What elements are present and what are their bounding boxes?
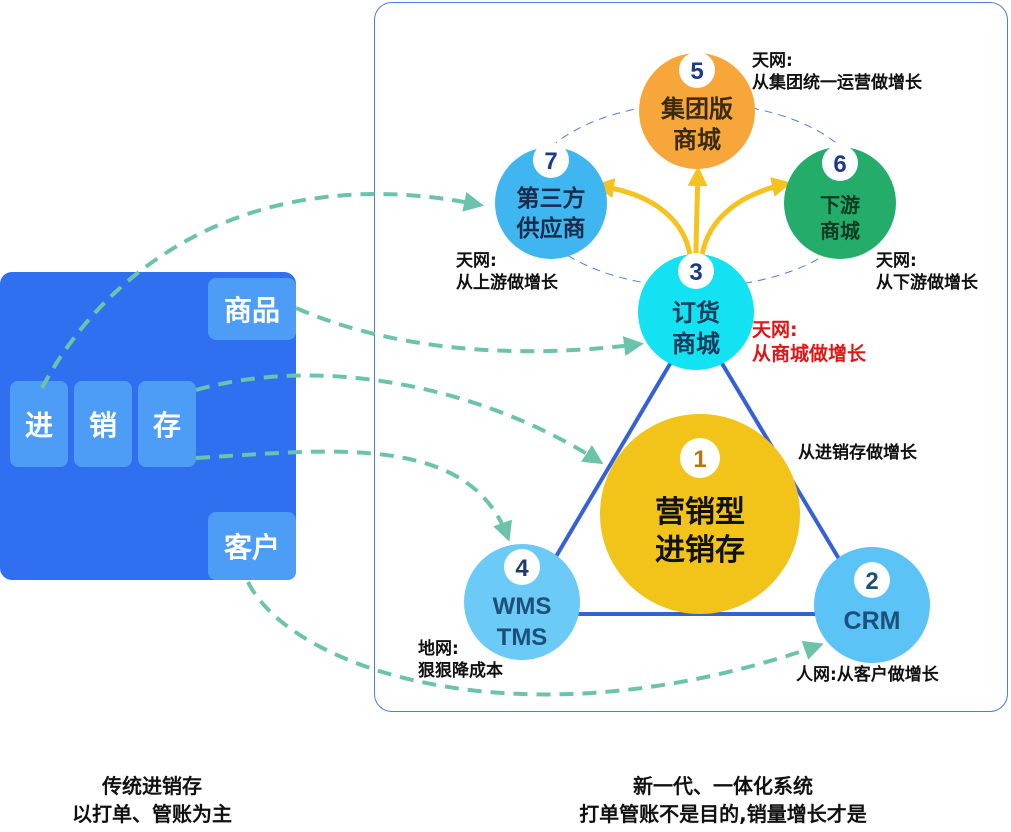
node-2-badge xyxy=(854,562,890,598)
note-node-2: 人网:从客户做增长 xyxy=(796,665,939,685)
node-2-circle xyxy=(814,547,930,663)
node-5-number: 5 xyxy=(690,58,703,85)
note-node-6-line-2: 从下游做增长 xyxy=(876,273,978,293)
note-node-1: 从进销存做增长 xyxy=(798,443,917,463)
node-4-label-2: TMS xyxy=(497,624,548,651)
caption-integrated-line-1: 新一代、一体化系统 xyxy=(633,774,813,798)
node-7-label-2: 供应商 xyxy=(516,215,586,242)
node-1-label-1: 营销型 xyxy=(655,495,745,530)
node-5-badge xyxy=(679,52,715,88)
note-node-6: 天网: 从下游做增长 xyxy=(876,250,978,294)
xiao-chip: 销 xyxy=(74,381,132,467)
node-5-label-2: 商城 xyxy=(673,126,721,154)
caption-integrated-line-2: 打单管账不是目的,销量增长才是 xyxy=(579,802,867,826)
arrow-3-to-6 xyxy=(699,177,792,258)
note-node-7: 天网: 从上游做增长 xyxy=(456,250,558,294)
node-4-badge xyxy=(504,549,540,585)
note-node-5-line-2: 从集团统一运营做增长 xyxy=(752,73,922,93)
node-7-label-1: 第三方 xyxy=(517,185,586,212)
arrow-xiaocun-to-1 xyxy=(195,373,604,465)
caption-integrated: 新一代、一体化系统 打单管账不是目的,销量增长才是 xyxy=(520,772,926,828)
note-node-7-line-2: 从上游做增长 xyxy=(456,273,558,293)
node-5-label-1: 集团版 xyxy=(660,95,733,123)
arrow-3-to-5 xyxy=(687,166,708,258)
note-node-7-line-1: 天网: xyxy=(456,251,497,271)
node-2-label: CRM xyxy=(844,607,901,635)
note-node-5: 天网: 从集团统一运营做增长 xyxy=(752,50,922,94)
node-2-number: 2 xyxy=(865,568,878,595)
node-6-label-2: 商城 xyxy=(820,219,860,243)
node-3-badge xyxy=(678,253,714,289)
arrow-jin-to-7 xyxy=(40,192,484,389)
node-7-number: 7 xyxy=(544,148,557,175)
caption-traditional: 传统进销存 以打单、管账为主 xyxy=(40,772,264,828)
arrow-customer-to-2 xyxy=(246,581,824,697)
arrow-cun-to-4 xyxy=(195,449,512,542)
goods-chip: 商品 xyxy=(208,278,296,340)
node-1-badge xyxy=(680,438,720,478)
node-5-circle xyxy=(639,53,755,169)
node-1-label-2: 进销存 xyxy=(655,533,745,568)
node-4-label-1: WMS xyxy=(493,593,552,620)
node-6-circle xyxy=(784,147,896,259)
node-4-circle xyxy=(464,544,580,660)
note-node-4-line-1: 地网: xyxy=(418,639,459,659)
node-3-number: 3 xyxy=(689,259,702,286)
caption-traditional-line-2: 以打单、管账为主 xyxy=(72,802,232,826)
note-node-6-line-1: 天网: xyxy=(876,251,917,271)
jin-chip: 进 xyxy=(10,381,68,467)
note-node-3-line-2: 从商城做增长 xyxy=(752,343,867,365)
node-7-badge xyxy=(533,142,569,178)
arrow-goods-to-3 xyxy=(295,306,644,356)
node-1-circle xyxy=(600,414,800,614)
caption-traditional-line-1: 传统进销存 xyxy=(102,774,202,798)
node-4-number: 4 xyxy=(515,555,529,582)
note-node-4-line-2: 狠狠降成本 xyxy=(418,661,503,681)
node-3-circle xyxy=(638,254,754,370)
node-1-number: 1 xyxy=(693,446,706,473)
node-6-label-1: 下游 xyxy=(820,193,860,217)
node-6-number: 6 xyxy=(833,151,846,178)
note-node-3: 天网: 从商城做增长 xyxy=(752,318,866,366)
node-3-label-1: 订货 xyxy=(672,299,720,327)
note-node-3-line-1: 天网: xyxy=(752,319,798,341)
node-3-label-2: 商城 xyxy=(672,330,720,358)
arrow-3-to-7 xyxy=(594,178,693,258)
node-7-circle xyxy=(495,147,607,259)
note-node-4: 地网: 狠狠降成本 xyxy=(418,638,503,682)
node-6-badge xyxy=(822,145,858,181)
customer-chip: 客户 xyxy=(208,512,296,580)
note-node-5-line-1: 天网: xyxy=(752,51,793,71)
cun-chip: 存 xyxy=(138,381,196,467)
